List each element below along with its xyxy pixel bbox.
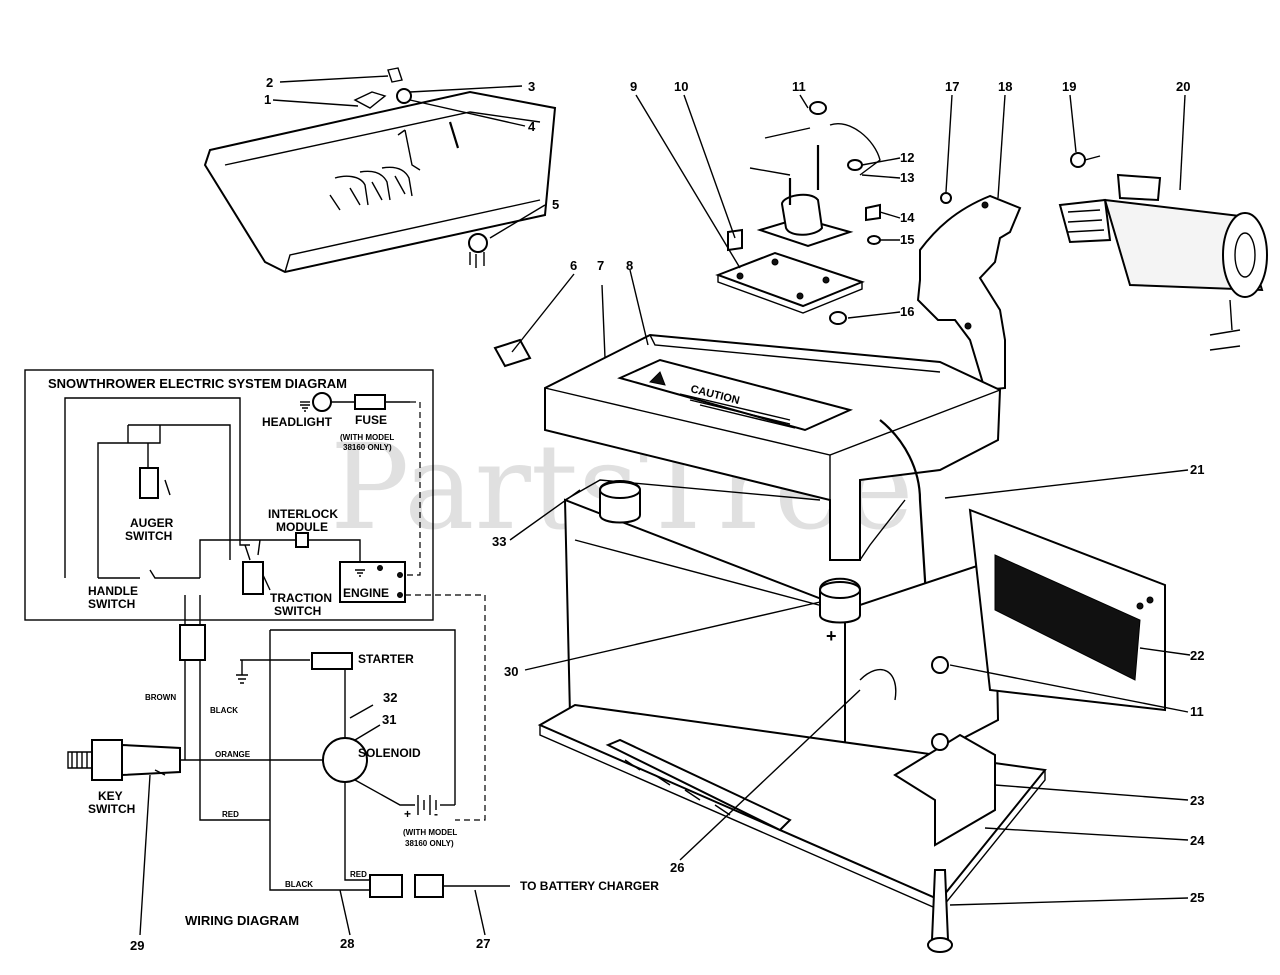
callout-29: 29	[130, 938, 144, 953]
mounting-bracket	[916, 192, 1022, 392]
battery-cover: CAUTION	[544, 333, 1002, 691]
callout-15: 15	[900, 232, 914, 247]
callout-12: 12	[900, 150, 914, 165]
callout-32: 32	[383, 690, 397, 705]
callout-10: 10	[674, 79, 688, 94]
callout-2: 2	[266, 75, 273, 90]
control-panel	[203, 67, 557, 274]
leader-lines	[272, 75, 1191, 906]
callout-18: 18	[998, 79, 1012, 94]
callout-30: 30	[504, 664, 518, 679]
callout-13: 13	[900, 170, 914, 185]
battery-strap-clip	[493, 338, 532, 368]
battery-minus-sign: -	[434, 807, 438, 821]
wiring-diagram: KEY SWITCH STARTER SOLENOID (WITH MODEL …	[67, 594, 659, 936]
model-note-1: (WITH MODEL	[403, 828, 457, 837]
auger-switch-label-1: AUGER	[130, 516, 174, 530]
auger-switch-label-2: SWITCH	[125, 529, 172, 543]
handle-label-1: HANDLE	[88, 584, 138, 598]
callout-8: 8	[626, 258, 633, 273]
battery-plus: +	[826, 626, 837, 646]
callout-4: 4	[528, 119, 536, 134]
callout-11-top: 11	[792, 79, 806, 94]
callout-17: 17	[945, 79, 959, 94]
callout-26: 26	[670, 860, 684, 875]
fuse-note-2: 38160 ONLY)	[343, 443, 392, 452]
wire-brown-label: BROWN	[145, 693, 176, 702]
battery-tray	[537, 703, 1047, 953]
wire-red-label-2: RED	[350, 870, 367, 879]
callout-20: 20	[1176, 79, 1190, 94]
interlock-label-1: INTERLOCK	[268, 507, 338, 521]
traction-label-2: SWITCH	[274, 604, 321, 618]
fuse-note-1: (WITH MODEL	[340, 433, 394, 442]
callout-9: 9	[630, 79, 637, 94]
callout-19: 19	[1062, 79, 1076, 94]
callout-1: 1	[264, 92, 271, 107]
fuse-label: FUSE	[355, 413, 387, 427]
interlock-label-2: MODULE	[276, 520, 328, 534]
callout-14: 14	[900, 210, 915, 225]
key-label-2: SWITCH	[88, 802, 135, 816]
system-diagram-title: SNOWTHROWER ELECTRIC SYSTEM DIAGRAM	[48, 376, 347, 391]
wire-black-label-1: BLACK	[210, 706, 238, 715]
wire-orange-label: ORANGE	[215, 750, 251, 759]
callout-21: 21	[1190, 462, 1204, 477]
callout-24: 24	[1190, 833, 1205, 848]
callout-7: 7	[597, 258, 604, 273]
wire-red-label-1: RED	[222, 810, 239, 819]
side-panel	[968, 508, 1166, 712]
starter-label: STARTER	[358, 652, 414, 666]
starter-motor	[1058, 152, 1268, 351]
callout-31: 31	[382, 712, 396, 727]
callout-27: 27	[476, 936, 490, 951]
electric-system-diagram: SNOWTHROWER ELECTRIC SYSTEM DIAGRAM HEAD…	[24, 369, 434, 621]
solenoid-label: SOLENOID	[358, 746, 421, 760]
callout-numbers: 2 1 3 4 5 6 7 8 9 10 11 12 13 14 15 16 1…	[130, 75, 1205, 953]
callout-16: 16	[900, 304, 914, 319]
wiring-diagram-title: WIRING DIAGRAM	[185, 913, 299, 928]
callout-23: 23	[1190, 793, 1204, 808]
callout-22: 22	[1190, 648, 1204, 663]
callout-3: 3	[528, 79, 535, 94]
model-note-2: 38160 ONLY)	[405, 839, 454, 848]
callout-6: 6	[570, 258, 577, 273]
callout-28: 28	[340, 936, 354, 951]
wire-black-label-2: BLACK	[285, 880, 313, 889]
callout-25: 25	[1190, 890, 1204, 905]
callout-11-lower: 11	[1190, 704, 1204, 719]
headlight-label: HEADLIGHT	[262, 415, 333, 429]
solenoid-plate	[715, 101, 881, 325]
key-label-1: KEY	[98, 789, 123, 803]
battery-charger-label: TO BATTERY CHARGER	[520, 879, 659, 893]
callout-5: 5	[552, 197, 559, 212]
handle-label-2: SWITCH	[88, 597, 135, 611]
battery-plus-sign: +	[404, 807, 411, 821]
engine-label: ENGINE	[343, 586, 389, 600]
callout-33: 33	[492, 534, 506, 549]
traction-label-1: TRACTION	[270, 591, 332, 605]
